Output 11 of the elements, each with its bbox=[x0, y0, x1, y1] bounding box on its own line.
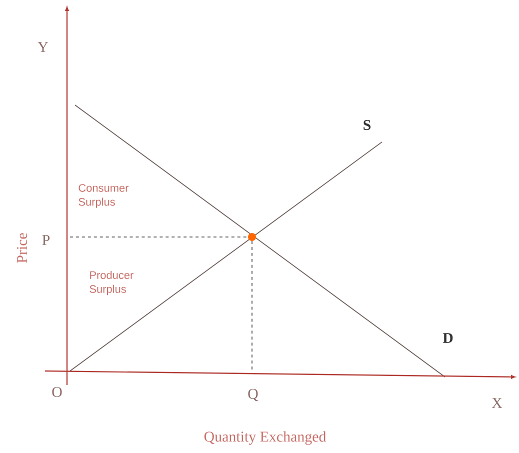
axis-title: Quantity Exchanged bbox=[204, 431, 326, 445]
axis-letter: Y bbox=[38, 42, 48, 52]
axis-title: Price bbox=[17, 233, 28, 263]
axis-letter: O bbox=[52, 386, 62, 397]
axis-letter: X bbox=[492, 398, 502, 408]
curve-label: S bbox=[364, 120, 371, 130]
curve-label: D bbox=[442, 333, 453, 343]
tick-label: Q bbox=[248, 388, 258, 402]
tick-label: P bbox=[42, 235, 50, 245]
area-label: Producer Surplus bbox=[90, 270, 134, 296]
area-label: Consumer Surplus bbox=[78, 184, 129, 208]
